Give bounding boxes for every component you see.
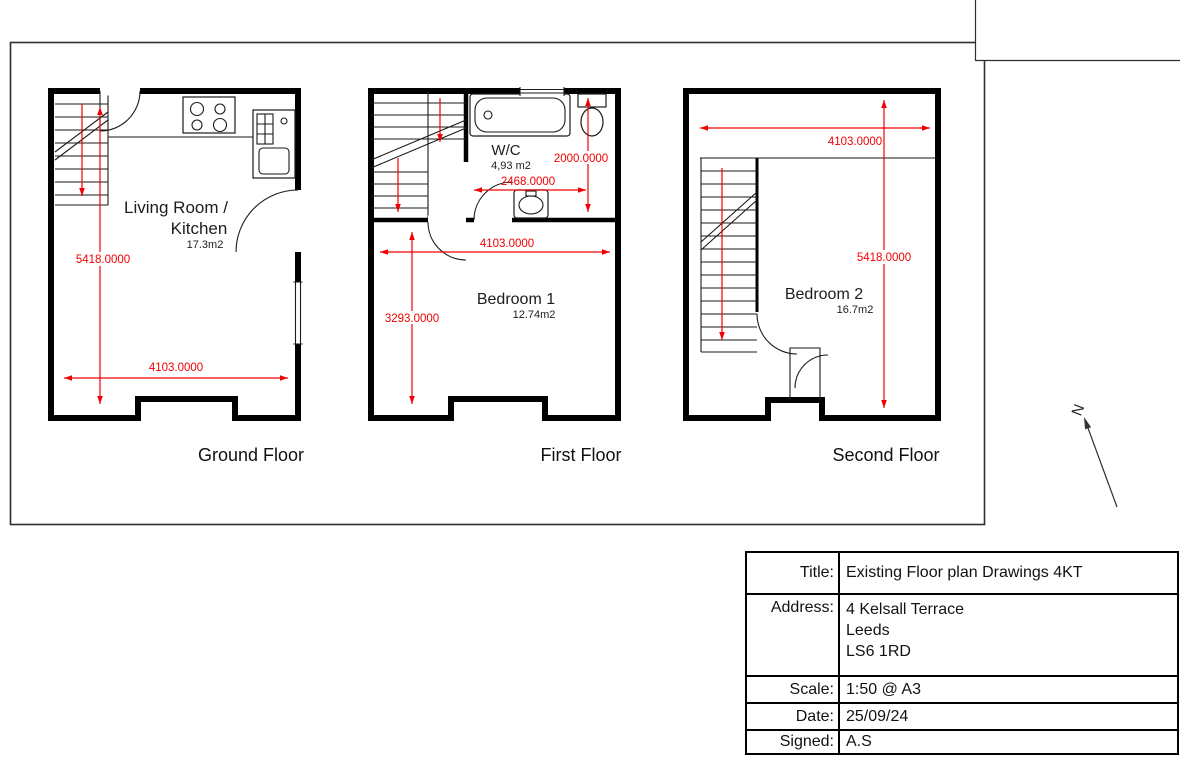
address-value: 4 Kelsall Terrace Leeds LS6 1RD (840, 593, 1177, 675)
ground-horizontal-dimension: 4103.0000 (149, 362, 203, 374)
title-block: Title: Existing Floor plan Drawings 4KT … (745, 551, 1179, 755)
drawing-frame (9, 41, 986, 526)
first-stairs (370, 91, 467, 220)
ground-floor-plan: 5418.0000 4103.0000 Living Room / Kitche… (48, 86, 304, 465)
page-corner-notch (975, 0, 1180, 60)
second-exterior-walls (683, 88, 941, 421)
scale-value: 1:50 @ A3 (840, 675, 1177, 702)
first-wc-door-swing (473, 181, 513, 221)
basin-icon (513, 189, 549, 219)
ground-door-opening (100, 86, 140, 96)
wc-name: W/C (491, 142, 520, 159)
second-floor-plan: 4103.0000 5418.0000 Bedroom 2 16.7m2 Sec… (683, 88, 941, 465)
title-label: Title: (747, 553, 840, 593)
signed-value: A.S (840, 729, 1177, 753)
address-line-2: Leeds (846, 622, 890, 639)
second-vertical-dimension: 5418.0000 (857, 252, 911, 264)
second-horizontal-dimension: 4103.0000 (828, 136, 882, 148)
wc-area: 4,93 m2 (491, 160, 531, 172)
address-line-3: LS6 1RD (846, 643, 911, 660)
kitchen-counter (108, 96, 296, 179)
bathtub-icon (469, 93, 571, 137)
first-floor-plan: 2000.0000 2468.0000 4103.0000 3293.0000 … (368, 86, 622, 465)
first-room-area: 12.74m2 (513, 309, 556, 321)
address-label: Address: (747, 593, 840, 675)
signed-label: Signed: (747, 729, 840, 753)
first-exterior-walls (368, 88, 621, 421)
north-arrow: N (1069, 402, 1118, 508)
first-wc-vertical-dimension: 2000.0000 (554, 153, 608, 165)
second-closet (789, 347, 821, 400)
ground-right-door-opening (293, 190, 303, 252)
ground-vertical-dimension: 5418.0000 (76, 254, 130, 266)
first-horizontal-dimension: 4103.0000 (480, 238, 534, 250)
first-bedroom-door-opening (428, 215, 466, 225)
kitchen-sink-icon (252, 109, 296, 179)
ground-window-opening (293, 282, 303, 344)
second-stairs (700, 158, 758, 353)
second-room-area: 16.7m2 (837, 304, 874, 316)
first-window-opening (520, 86, 564, 96)
ground-floor-caption: Ground Floor (198, 445, 304, 465)
ground-window-icon (293, 281, 303, 345)
first-wc-door-opening (474, 215, 512, 225)
address-line-1: 4 Kelsall Terrace (846, 601, 964, 618)
second-floor-caption: Second Floor (832, 445, 939, 465)
second-room-name: Bedroom 2 (785, 286, 863, 303)
date-value: 25/09/24 (840, 702, 1177, 729)
first-wc-horizontal-dimension: 2468.0000 (501, 176, 555, 188)
ground-door-swing (99, 90, 141, 132)
first-bedroom-door-swing (427, 221, 467, 261)
ground-room-area: 17.3m2 (187, 239, 224, 251)
scale-label: Scale: (747, 675, 840, 702)
north-arrow-line (1087, 427, 1118, 508)
title-value: Existing Floor plan Drawings 4KT (846, 564, 1083, 581)
first-vertical-dimension: 3293.0000 (385, 313, 439, 325)
date-label: Date: (747, 702, 840, 729)
north-label: N (1069, 402, 1089, 418)
ground-room-name-line1: Living Room / (124, 198, 228, 217)
first-window-icon (519, 87, 565, 96)
page-corner-notch-border (974, 0, 1180, 62)
second-closet-door-swing (794, 354, 829, 389)
ground-right-door-swing (235, 189, 299, 253)
toilet-icon (577, 93, 607, 137)
first-floor-caption: First Floor (541, 445, 622, 465)
hob-icon (182, 96, 236, 134)
first-room-name: Bedroom 1 (477, 291, 555, 308)
ground-room-name-line2: Kitchen (171, 219, 228, 238)
north-arrow-head-icon (1084, 417, 1092, 430)
